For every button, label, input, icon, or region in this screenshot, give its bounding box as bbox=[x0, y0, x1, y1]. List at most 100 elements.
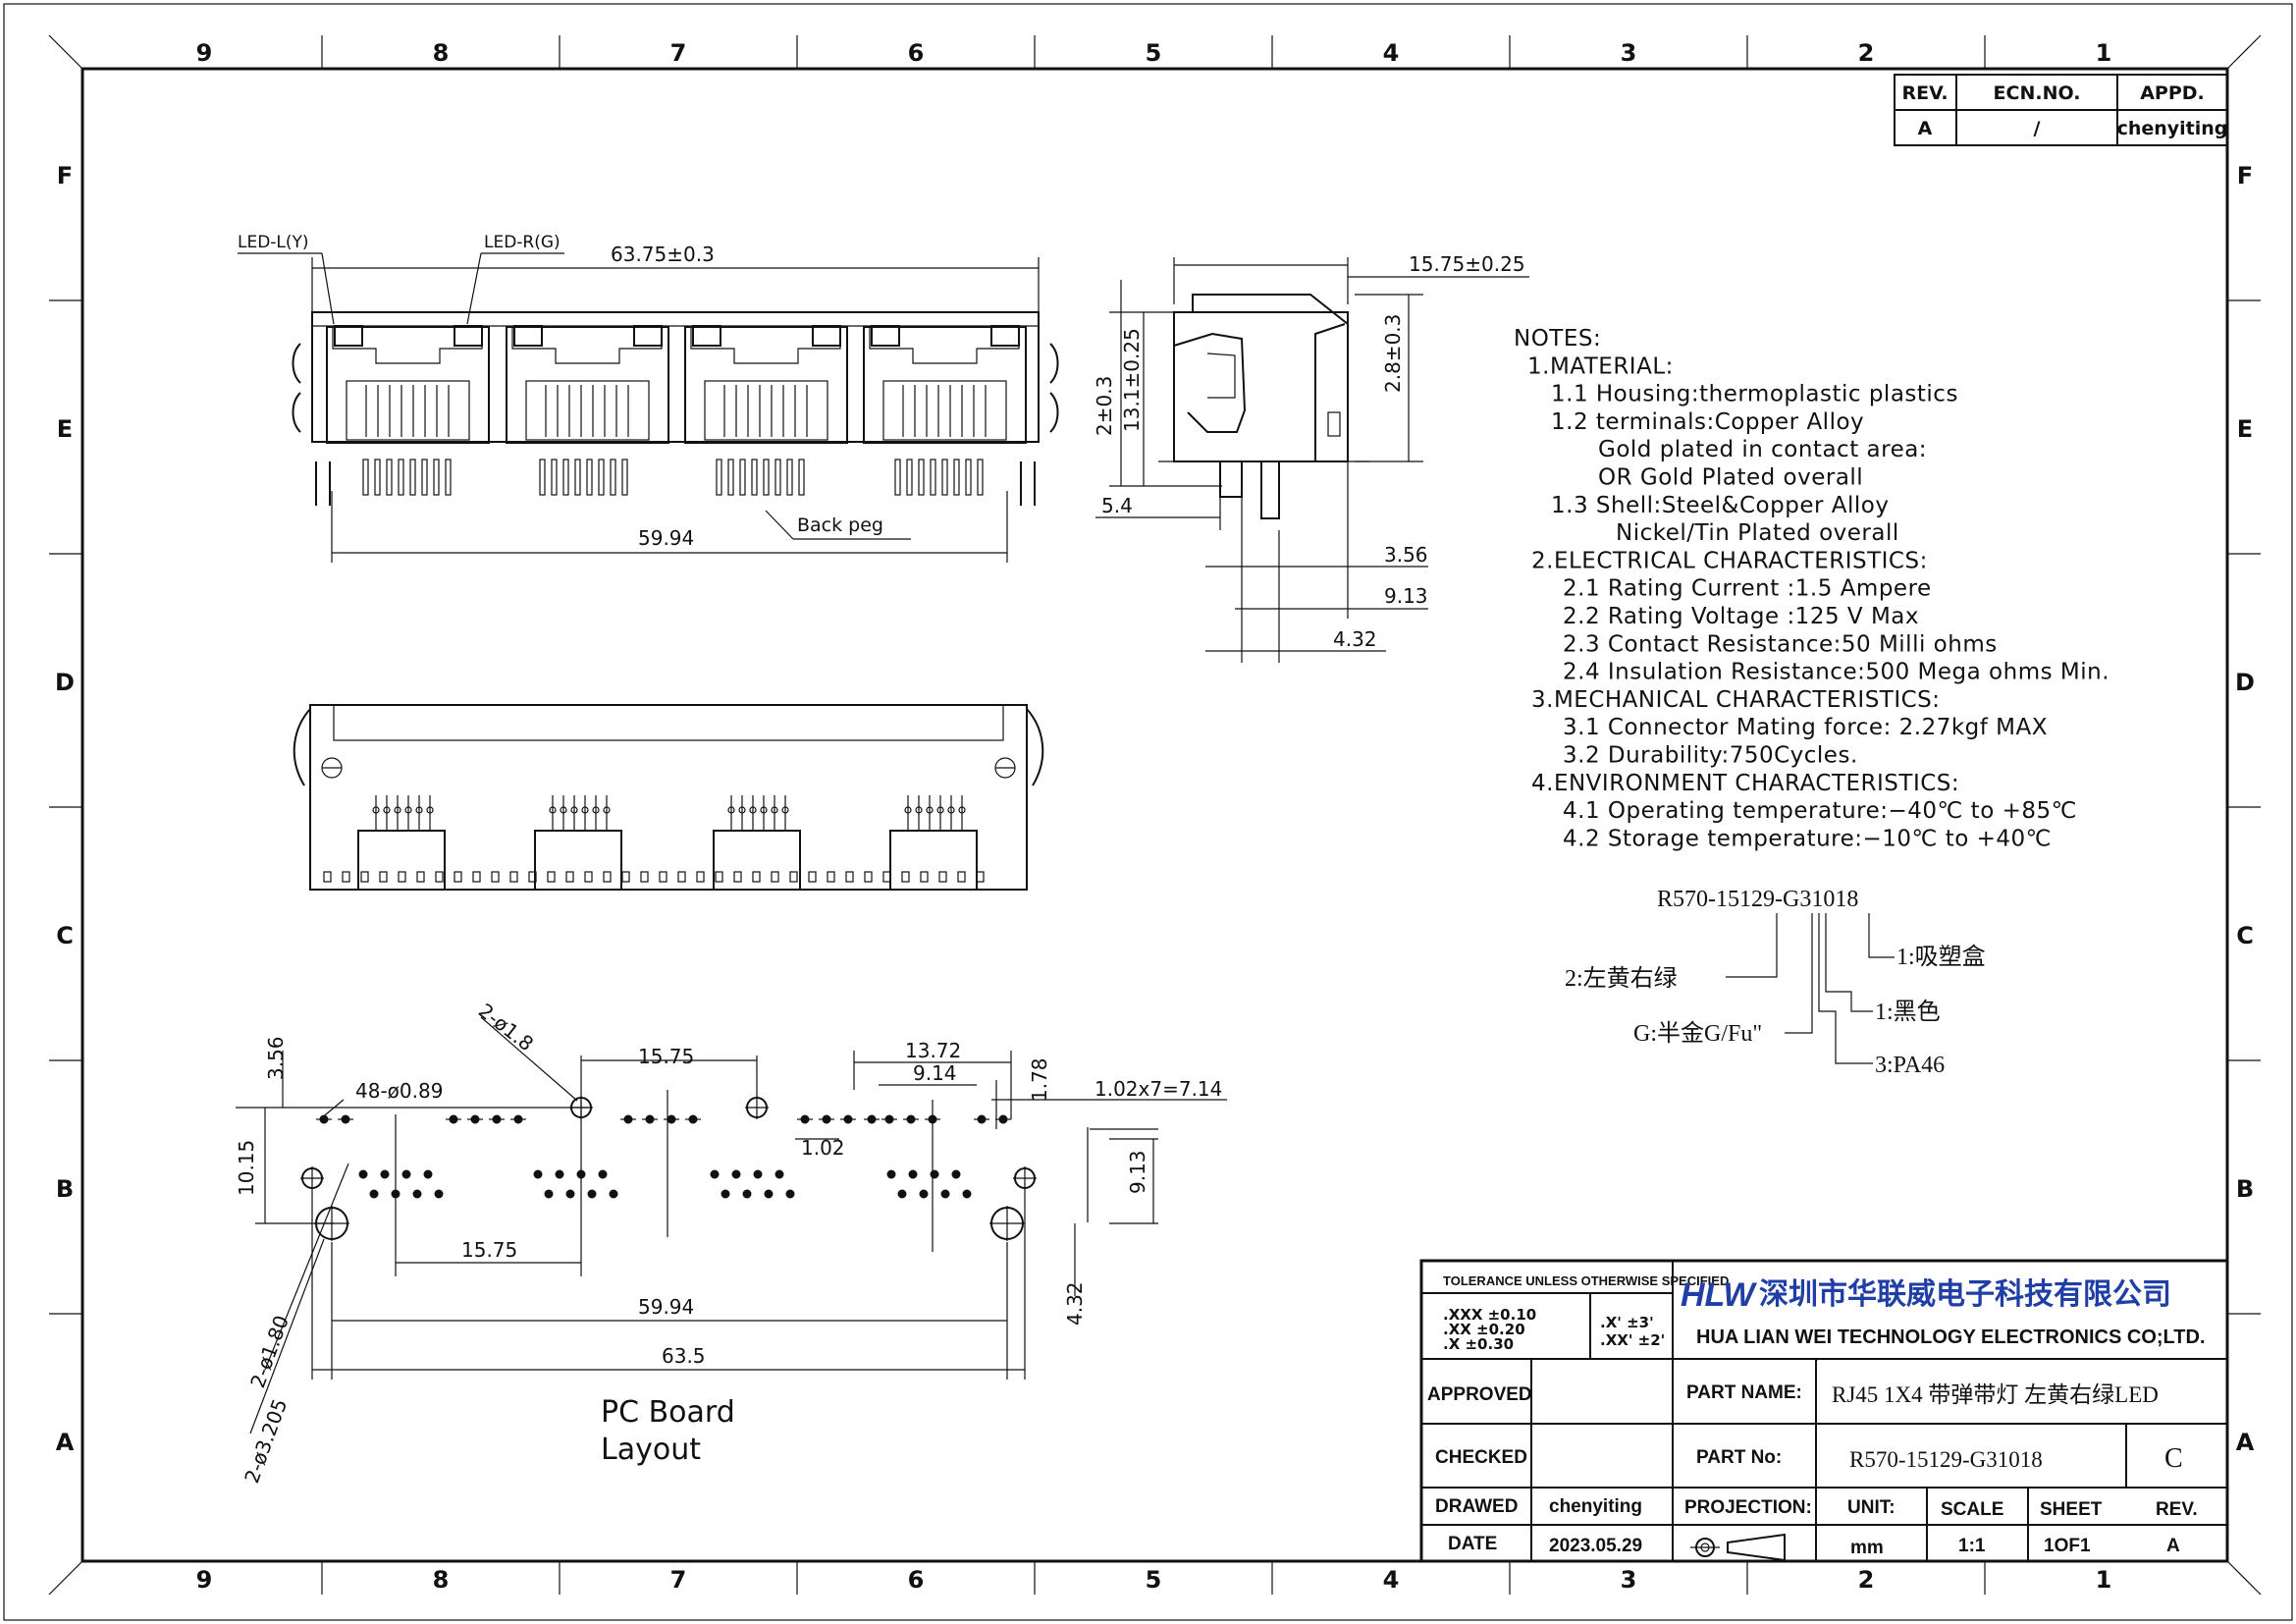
pin-dot bbox=[549, 806, 557, 814]
pcb-hole bbox=[774, 1169, 784, 1179]
pcb-pin bbox=[965, 459, 972, 496]
pin-dot bbox=[781, 806, 789, 814]
date-value: 2023.05.29 bbox=[1549, 1536, 1642, 1556]
pcb-pin bbox=[918, 459, 925, 496]
rev-header: REV. bbox=[1901, 82, 1948, 104]
pcb-dim-15-75-bottom: 15.75 bbox=[461, 1238, 517, 1262]
port-latch bbox=[690, 327, 841, 364]
tol-row-2: .XX ±0.20 bbox=[1443, 1321, 1525, 1338]
pcb-dim-3-56: 3.56 bbox=[264, 1036, 288, 1080]
pcb-pin bbox=[774, 459, 781, 496]
pcb-holes bbox=[316, 1114, 1011, 1199]
note-line: 1.MATERIAL: bbox=[1527, 353, 1674, 379]
led-window bbox=[990, 325, 1020, 347]
zone-row-d-right: D bbox=[2235, 669, 2255, 696]
drawed-label: DRAWED bbox=[1435, 1496, 1518, 1517]
legend-led: 2:左黄右绿 bbox=[1565, 965, 1678, 992]
rev-value: A bbox=[2166, 1536, 2180, 1556]
projection-label: PROJECTION: bbox=[1684, 1497, 1812, 1518]
rj45-port bbox=[863, 326, 1027, 444]
pcb-hole bbox=[380, 1169, 390, 1179]
pcb-hole bbox=[721, 1189, 730, 1199]
bottom-tab bbox=[640, 871, 649, 883]
dim-5-4: 5.4 bbox=[1101, 494, 1133, 517]
pcb-hole bbox=[598, 1169, 608, 1179]
zone-col-3-bottom: 3 bbox=[1621, 1566, 1637, 1594]
pin-dot bbox=[394, 806, 401, 814]
note-line: 3.MECHANICAL CHARACTERISTICS: bbox=[1531, 687, 1941, 713]
tol-ang-2: .XX' ±2' bbox=[1600, 1331, 1665, 1349]
pcb-hole bbox=[710, 1169, 720, 1179]
rj45-port bbox=[326, 326, 490, 444]
company-cn: 深圳市华联威电子科技有限公司 bbox=[1759, 1277, 2171, 1312]
note-line: OR Gold Plated overall bbox=[1598, 465, 1863, 491]
checked-label: CHECKED bbox=[1435, 1447, 1527, 1468]
led-window bbox=[513, 325, 543, 347]
pcb-pin bbox=[953, 459, 960, 496]
revision-table: REV. ECN.NO. APPD. A / chenyiting bbox=[1894, 74, 2228, 146]
pcb-hole bbox=[764, 1189, 774, 1199]
appd-header: APPD. bbox=[2140, 82, 2205, 104]
zone-row-c: C bbox=[56, 922, 74, 949]
tol-row-3: .X ±0.30 bbox=[1443, 1335, 1514, 1353]
pin-block bbox=[357, 830, 446, 891]
note-line: 1.2 terminals:Copper Alloy bbox=[1551, 409, 1864, 435]
pcb-hole bbox=[919, 1189, 929, 1199]
note-line: 2.ELECTRICAL CHARACTERISTICS: bbox=[1531, 548, 1928, 573]
appd-value: chenyiting bbox=[2117, 118, 2228, 139]
size-value: C bbox=[2164, 1443, 2183, 1474]
bottom-tab bbox=[677, 871, 686, 883]
pcb-dim-9-14: 9.14 bbox=[913, 1061, 957, 1085]
pcb-layout: 3.56 48-ø0.89 2-ø1.8 15.75 13.72 9.14 1.… bbox=[235, 999, 1227, 1487]
legend-plating: G:半金G/Fu" bbox=[1633, 1020, 1762, 1047]
pcb-pin bbox=[362, 459, 369, 496]
led-window bbox=[334, 325, 363, 347]
pin-dot bbox=[749, 806, 757, 814]
part-code-legend: R570-15129-G31018 2:左黄右绿 G:半金G/Fu" 3:PA4… bbox=[1565, 887, 1986, 1078]
bottom-tab bbox=[379, 871, 388, 883]
pcb-hole bbox=[423, 1169, 433, 1179]
note-line: 4.ENVIRONMENT CHARACTERISTICS: bbox=[1531, 771, 1959, 796]
dim-9-13: 9.13 bbox=[1384, 584, 1428, 608]
pin-dot bbox=[915, 806, 923, 814]
pcb-pin bbox=[906, 459, 913, 496]
port-cavity bbox=[882, 380, 1007, 441]
pcb-dim-1-78: 1.78 bbox=[1028, 1057, 1051, 1102]
zone-col-2: 2 bbox=[1858, 39, 1875, 67]
pcb-dim-13-72: 13.72 bbox=[905, 1039, 961, 1062]
bottom-tab bbox=[882, 871, 891, 883]
pin-block bbox=[889, 830, 978, 891]
dim-4-32: 4.32 bbox=[1333, 627, 1377, 651]
led-right-label: LED-R(G) bbox=[484, 233, 561, 252]
note-line: 4.1 Operating temperature:−40℃ to +85℃ bbox=[1563, 798, 2077, 824]
pcb-pin bbox=[586, 459, 593, 496]
pcb-pin bbox=[409, 459, 416, 496]
bottom-tab bbox=[565, 871, 574, 883]
part-name-label: PART NAME: bbox=[1686, 1382, 1802, 1403]
legend-package: 1:吸塑盒 bbox=[1896, 944, 1986, 970]
pin-dot bbox=[936, 806, 944, 814]
zone-row-f: F bbox=[57, 162, 73, 189]
bottom-tab bbox=[696, 871, 705, 883]
pcb-hole bbox=[358, 1169, 368, 1179]
bottom-tab bbox=[920, 871, 929, 883]
led-left-label: LED-L(Y) bbox=[238, 233, 309, 252]
notes-block: NOTES:1.MATERIAL:1.1 Housing:thermoplast… bbox=[1514, 326, 2109, 851]
note-line: 3.1 Connector Mating force: 2.27kgf MAX bbox=[1563, 715, 2048, 740]
pin-dot bbox=[738, 806, 746, 814]
pcb-pin bbox=[977, 459, 984, 496]
bottom-tab bbox=[752, 871, 761, 883]
note-line: 1.3 Shell:Steel&Copper Alloy bbox=[1551, 493, 1889, 518]
projection-symbol-icon bbox=[1690, 1533, 1786, 1562]
pin-dot bbox=[404, 806, 412, 814]
pcb-hole bbox=[609, 1189, 618, 1199]
bottom-tab bbox=[715, 871, 723, 883]
bottom-tab bbox=[398, 871, 406, 883]
note-line: Nickel/Tin Plated overall bbox=[1616, 520, 1899, 546]
zone-col-6-bottom: 6 bbox=[908, 1566, 925, 1594]
part-no-value: R570-15129-G31018 bbox=[1849, 1447, 2043, 1472]
pcb-pin bbox=[433, 459, 440, 496]
zone-row-f-right: F bbox=[2237, 162, 2253, 189]
pin-dot bbox=[760, 806, 768, 814]
pcb-dim-1-02: 1.02 bbox=[801, 1136, 845, 1160]
